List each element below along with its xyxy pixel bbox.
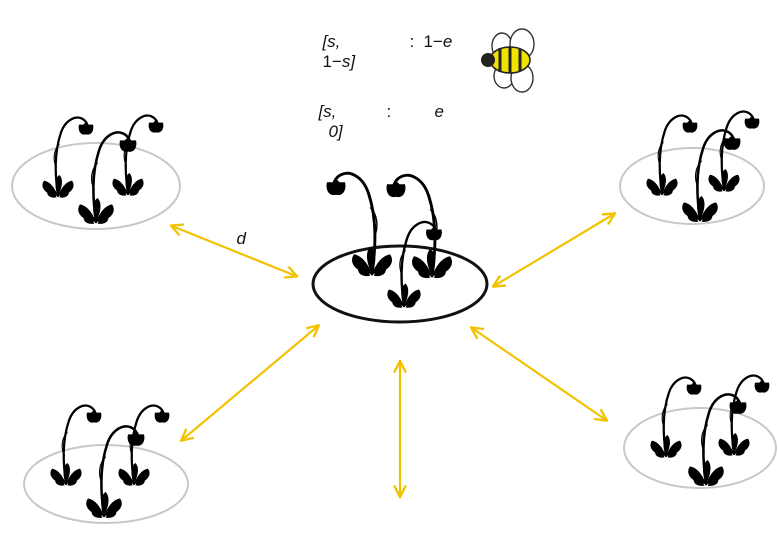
colon: : <box>386 102 392 121</box>
distance-variable: d <box>236 229 246 248</box>
e-variable: e <box>434 102 444 121</box>
focal-patch-outline <box>311 244 489 324</box>
label-colon-1: : <box>400 12 414 52</box>
bee-icon <box>481 28 535 93</box>
value-prefix: 1− <box>423 32 443 51</box>
patch-bottom-left <box>23 404 189 524</box>
interval-open: [s, <box>322 32 341 51</box>
nodding-flower-icon <box>649 374 771 488</box>
label-value-2: e <box>425 82 444 122</box>
zero-value: 0 <box>328 122 338 141</box>
arrow-to-bottom-left <box>182 326 318 440</box>
label-interval-2: [s, 0] <box>309 82 343 142</box>
nodding-flower-icon <box>645 110 761 224</box>
label-interval-1: [s, 1−s] <box>313 12 355 72</box>
interval-close: ] <box>350 52 356 71</box>
label-colon-2: : <box>377 82 391 122</box>
focal-patch <box>311 171 489 324</box>
patch-bottom-right <box>623 374 777 489</box>
patch-top-right-outline <box>619 147 765 225</box>
arrow-to-top-left <box>172 226 296 276</box>
arrow-to-bottom-right <box>472 328 606 420</box>
arrow-to-top-right <box>494 214 614 286</box>
one-minus-prefix: 1− <box>322 52 342 71</box>
patch-top-left-outline <box>11 142 181 230</box>
patch-top-left <box>11 114 181 230</box>
interval-open: [s, <box>318 102 337 121</box>
distance-label: d <box>227 209 246 249</box>
patch-bottom-right-outline <box>623 407 777 489</box>
s-variable: s <box>341 52 351 71</box>
nodding-flower-icon <box>49 404 171 520</box>
colon: : <box>409 32 415 51</box>
patch-top-right <box>619 110 765 225</box>
nodding-flower-icon <box>41 114 165 226</box>
e-variable: e <box>442 32 453 51</box>
label-value-1: 1−e <box>414 12 452 52</box>
dispersal-arrows <box>172 214 614 496</box>
interval-close: ] <box>337 122 343 141</box>
